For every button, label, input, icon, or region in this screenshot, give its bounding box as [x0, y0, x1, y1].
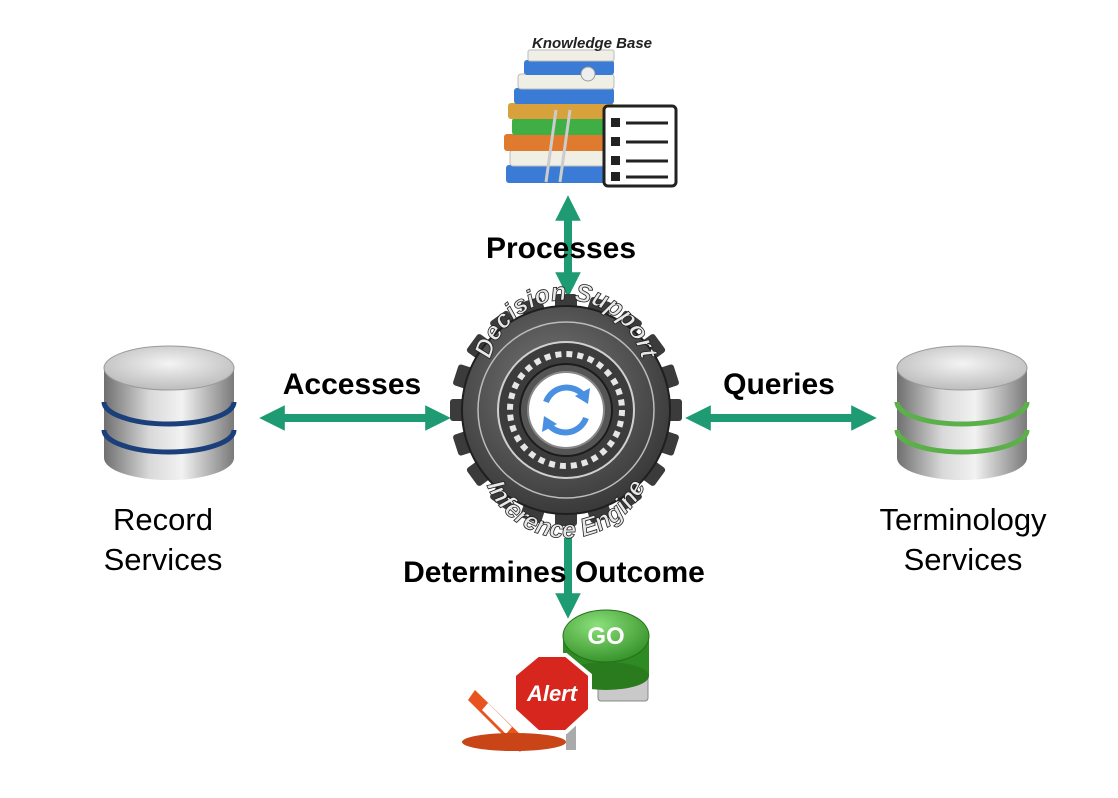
alert-sign-icon: Alert: [512, 653, 592, 750]
determines-outcome-label: Determines Outcome: [403, 556, 705, 589]
decision-support-engine: Decision Support Inference Engine: [450, 277, 682, 545]
terminology-services-line1: Terminology: [879, 502, 1047, 537]
go-button-icon: GO: [562, 609, 650, 690]
queries-label: Queries: [723, 368, 835, 401]
outcome-icon: GO Alert: [462, 609, 650, 752]
knowledge-base-title: Knowledge Base: [532, 35, 652, 52]
terminology-services-database-icon: [894, 345, 1030, 480]
record-services-database-icon: [101, 345, 237, 480]
alert-label: Alert: [526, 681, 579, 706]
go-label: GO: [587, 623, 624, 650]
terminology-services-line2: Services: [904, 542, 1023, 577]
knowledge-base-icon: Knowledge Base: [504, 35, 678, 188]
record-services-line2: Services: [104, 542, 223, 577]
record-services-line1: Record: [113, 502, 213, 537]
processes-label: Processes: [486, 232, 636, 265]
refresh-icon: [542, 384, 590, 436]
accesses-label: Accesses: [283, 368, 421, 401]
